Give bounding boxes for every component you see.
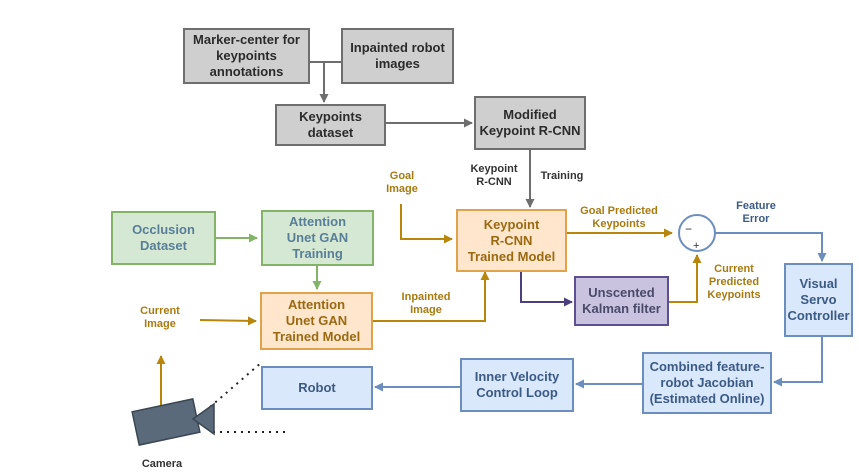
edge-junction-to-visual-servo bbox=[715, 232, 827, 262]
inpainted-robot-images-box: Inpainted robot images bbox=[341, 28, 454, 84]
inner-velocity-control-loop-box: Inner Velocity Control Loop bbox=[460, 358, 574, 412]
edge-marker-to-keypoints-dataset bbox=[310, 61, 329, 103]
edge-gan-trained-to-krcnn bbox=[373, 271, 490, 322]
combined-feature-robot-jacobian-box: Combined feature- robot Jacobian (Estima… bbox=[642, 352, 772, 414]
robot-box: Robot bbox=[261, 366, 373, 410]
edge-krcnn-to-ukf bbox=[520, 272, 573, 307]
junction-plus-sign: + bbox=[693, 240, 699, 252]
attention-unet-gan-trained-model-box: Attention Unet GAN Trained Model bbox=[260, 292, 373, 350]
edge-visual-servo-to-jacobian bbox=[773, 337, 823, 387]
label-keypoint-rcnn: Keypoint R-CNN bbox=[470, 163, 518, 188]
edge-goal-image-to-krcnn bbox=[400, 204, 453, 244]
camera-view-line-upper bbox=[209, 361, 263, 408]
label-feature-error: Feature Error bbox=[736, 200, 776, 225]
label-goal-image: Goal Image bbox=[386, 170, 418, 195]
summing-junction bbox=[678, 214, 716, 252]
label-goal-predicted-keypoints: Goal Predicted Keypoints bbox=[580, 205, 658, 230]
marker-center-annotations-box: Marker-center for keypoints annotations bbox=[183, 28, 310, 84]
attention-unet-gan-training-box: Attention Unet GAN Training bbox=[261, 210, 374, 266]
keypoint-rcnn-trained-model-box: Keypoint R-CNN Trained Model bbox=[456, 209, 567, 272]
label-current-image: Current Image bbox=[140, 305, 180, 330]
label-current-predicted-keypoints: Current Predicted Keypoints bbox=[707, 263, 761, 301]
keypoints-dataset-box: Keypoints dataset bbox=[275, 104, 386, 146]
visual-servo-controller-box: Visual Servo Controller bbox=[784, 263, 853, 337]
label-training: Training bbox=[540, 170, 584, 182]
unscented-kalman-filter-box: Unscented Kalman filter bbox=[574, 276, 669, 326]
modified-keypoint-rcnn-box: Modified Keypoint R-CNN bbox=[474, 96, 586, 150]
label-camera: Camera bbox=[141, 458, 183, 470]
camera-icon bbox=[131, 398, 215, 446]
junction-minus-sign: − bbox=[685, 222, 692, 236]
edge-ukf-to-summing-junction bbox=[669, 254, 702, 303]
label-inpainted-image: Inpainted Image bbox=[401, 291, 451, 316]
occlusion-dataset-box: Occlusion Dataset bbox=[111, 211, 216, 265]
edge-current-image-to-gan-trained bbox=[199, 316, 257, 326]
